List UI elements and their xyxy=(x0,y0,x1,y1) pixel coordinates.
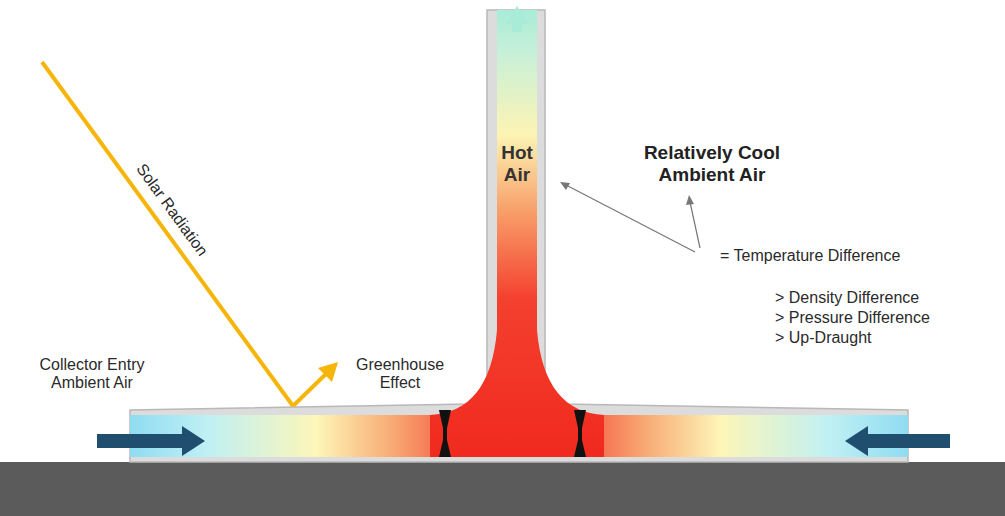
ambient-label: Relatively Cool Ambient Air xyxy=(622,142,802,186)
reflected-ray-head xyxy=(318,362,338,382)
collector-and-tower-shell xyxy=(130,10,908,462)
relation-label: = Temperature Difference xyxy=(720,247,900,265)
leader-head xyxy=(686,195,694,205)
hot-air-label: Hot Air xyxy=(494,142,540,186)
leader-head xyxy=(560,182,570,190)
turbine xyxy=(574,410,586,457)
relation-label: > Up-Draught xyxy=(775,329,872,347)
leader-line xyxy=(690,202,700,248)
effect-label: Greenhouse Effect xyxy=(344,356,456,393)
leader-line xyxy=(566,185,695,252)
inlet-label: Collector Entry Ambient Air xyxy=(12,356,172,393)
outlet-arrow xyxy=(505,6,529,32)
solar-ray xyxy=(42,62,293,406)
relation-label: > Density Difference xyxy=(775,289,919,307)
reflected-ray xyxy=(293,370,330,406)
tower-air xyxy=(430,10,604,457)
inlet-arrow xyxy=(97,426,205,456)
ground xyxy=(0,462,1005,516)
relation-label: > Pressure Difference xyxy=(775,309,930,327)
inlet-arrow xyxy=(845,426,950,456)
turbine xyxy=(439,410,451,457)
ray-label: Solar Radiation xyxy=(132,160,211,259)
